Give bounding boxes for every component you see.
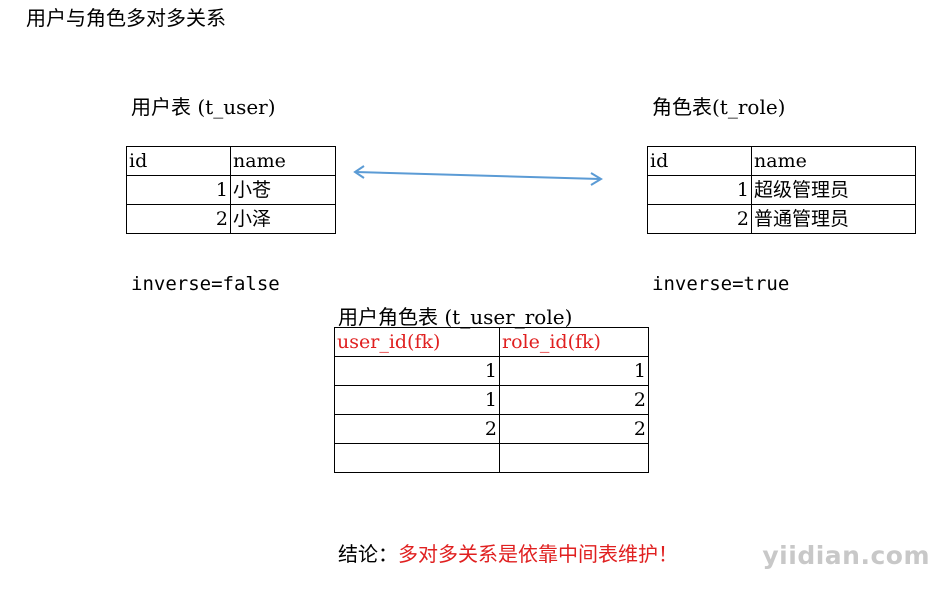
cell-name: 小苍 xyxy=(230,175,336,205)
cell-role-id xyxy=(499,443,649,473)
header-cell: name xyxy=(751,146,916,176)
user-role-table-label: 用户角色表 (t_user_role) xyxy=(338,305,573,329)
table-header-row: id name xyxy=(126,146,336,176)
user-table-label: 用户表 (t_user) xyxy=(131,95,276,119)
table-row: 1 小苍 xyxy=(126,175,336,205)
header-cell: id xyxy=(126,146,231,176)
table-row xyxy=(334,443,649,473)
watermark: yiidian.com xyxy=(762,541,930,570)
table-row: 2 普通管理员 xyxy=(647,204,916,234)
role-inverse-note: inverse=true xyxy=(652,273,790,295)
table-row: 2 小泽 xyxy=(126,204,336,234)
cell-user-id: 1 xyxy=(334,385,500,415)
cell-role-id: 1 xyxy=(499,356,649,386)
cell-name: 小泽 xyxy=(230,204,336,234)
bidirectional-arrow xyxy=(353,165,603,186)
cell-user-id: 1 xyxy=(334,356,500,386)
table-row: 1 超级管理员 xyxy=(647,175,916,205)
user-role-table: user_id(fk) role_id(fk) 1 1 1 2 2 2 xyxy=(334,327,649,473)
table-header-row: id name xyxy=(647,146,916,176)
cell-id: 2 xyxy=(647,204,752,234)
conclusion: 结论：多对多关系是依靠中间表维护！ xyxy=(338,538,678,567)
table-row: 1 2 xyxy=(334,385,649,415)
cell-id: 2 xyxy=(126,204,231,234)
header-cell: id xyxy=(647,146,752,176)
table-row: 1 1 xyxy=(334,356,649,386)
header-cell: role_id(fk) xyxy=(499,327,649,357)
header-cell: name xyxy=(230,146,336,176)
table-row: 2 2 xyxy=(334,414,649,444)
conclusion-text: 多对多关系是依靠中间表维护！ xyxy=(398,542,678,566)
cell-role-id: 2 xyxy=(499,385,649,415)
cell-id: 1 xyxy=(126,175,231,205)
cell-name: 超级管理员 xyxy=(751,175,916,205)
conclusion-prefix: 结论： xyxy=(338,542,398,566)
cell-user-id xyxy=(334,443,500,473)
user-inverse-note: inverse=false xyxy=(131,273,280,295)
header-cell: user_id(fk) xyxy=(334,327,500,357)
table-header-row: user_id(fk) role_id(fk) xyxy=(334,327,649,357)
user-table: id name 1 小苍 2 小泽 xyxy=(126,146,336,234)
cell-id: 1 xyxy=(647,175,752,205)
page-title: 用户与角色多对多关系 xyxy=(26,6,226,30)
cell-role-id: 2 xyxy=(499,414,649,444)
cell-user-id: 2 xyxy=(334,414,500,444)
role-table-label: 角色表(t_role) xyxy=(652,95,786,119)
role-table: id name 1 超级管理员 2 普通管理员 xyxy=(647,146,916,234)
cell-name: 普通管理员 xyxy=(751,204,916,234)
